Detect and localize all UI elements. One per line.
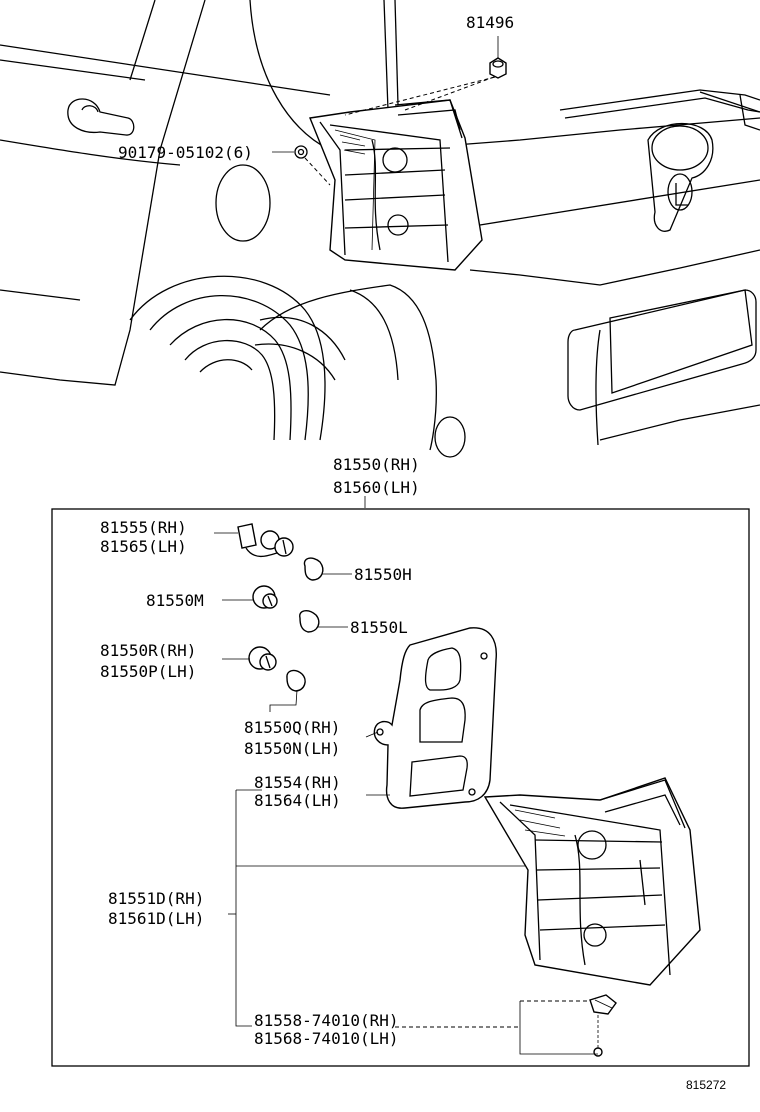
part-label-90179-05102: 90179-05102(6): [118, 143, 253, 162]
tail-lamp-installed: [309, 99, 483, 271]
part-label-81550r-rh: 81550R(RH): [100, 641, 196, 660]
part-label-81560-lh: 81560(LH): [333, 478, 420, 497]
socket-81550m-icon: [252, 585, 278, 609]
nut-81496-icon: [489, 57, 507, 79]
illustration-number: 815272: [686, 1078, 726, 1092]
socket-wire-81555-icon: [237, 523, 294, 558]
part-label-81550-rh: 81550(RH): [333, 455, 420, 474]
part-label-81565-lh: 81565(LH): [100, 537, 187, 556]
part-label-81561d-lh: 81561D(LH): [108, 909, 204, 928]
bulb-81550h-icon: [303, 557, 324, 581]
part-label-81550m: 81550M: [146, 591, 204, 610]
part-label-81550n-lh: 81550N(LH): [244, 739, 340, 758]
part-label-81568-74010-lh: 81568-74010(LH): [254, 1029, 399, 1048]
part-label-81564-lh: 81564(LH): [254, 791, 341, 810]
part-label-81551d-rh: 81551D(RH): [108, 889, 204, 908]
socket-81550r-icon: [248, 646, 277, 671]
clip-90179-icon: [294, 145, 308, 159]
gasket-81554-icon: [373, 627, 497, 809]
part-label-81550h: 81550H: [354, 565, 412, 584]
part-label-81550p-lh: 81550P(LH): [100, 662, 196, 681]
part-label-81555-rh: 81555(RH): [100, 518, 187, 537]
bulb-81550l-icon: [299, 610, 320, 633]
screw-81558-icon: [589, 994, 617, 1057]
bulb-81550q-icon: [286, 669, 306, 692]
assembly-frame: [51, 508, 750, 1067]
part-label-81550q-rh: 81550Q(RH): [244, 718, 340, 737]
part-label-81496: 81496: [466, 13, 514, 32]
vehicle-rear-illustration: [0, 0, 760, 458]
lens-body-81551d-icon: [483, 777, 701, 986]
part-label-81558-74010-rh: 81558-74010(RH): [254, 1011, 399, 1030]
part-label-81554-rh: 81554(RH): [254, 773, 341, 792]
part-label-81550l: 81550L: [350, 618, 408, 637]
